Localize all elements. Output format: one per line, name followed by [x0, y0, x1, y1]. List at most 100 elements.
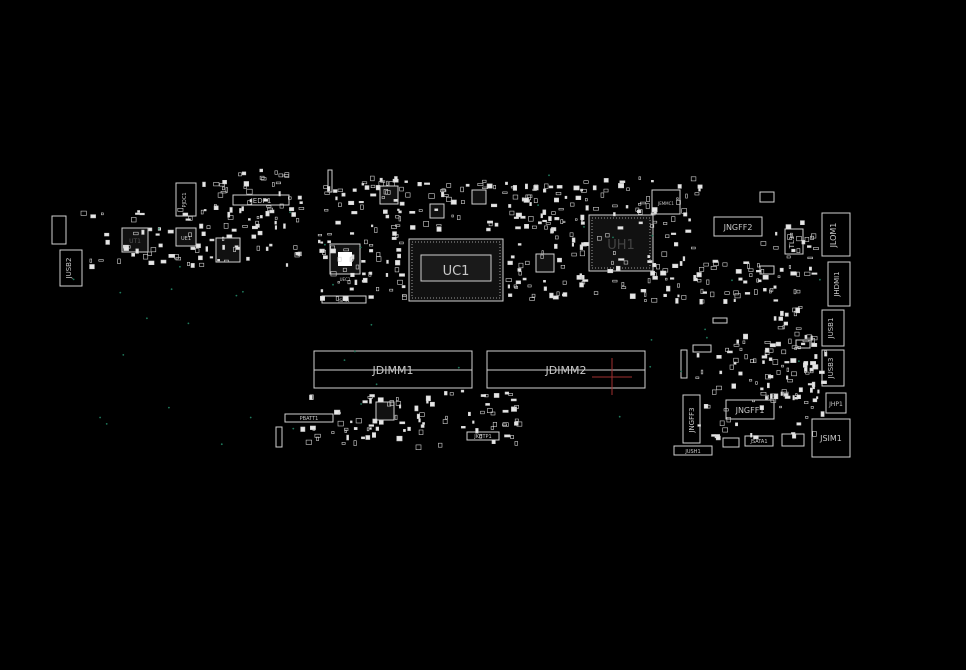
jusb2-connector[interactable]: JUSB2 — [59, 249, 83, 287]
jsim1-connector[interactable]: JSIM1 — [811, 418, 851, 458]
jdimm2-slot[interactable]: JDIMM2 — [486, 350, 646, 395]
component-pad — [327, 233, 332, 236]
component-pad — [528, 216, 534, 222]
uh1-label: UH1 — [607, 238, 635, 253]
component-pad — [773, 299, 779, 302]
component-pad — [776, 370, 781, 375]
component-pad — [362, 277, 368, 283]
pbatt1-connector[interactable]: PBATT1 — [284, 413, 334, 423]
svg-text:JKBTP1: JKBTP1 — [473, 434, 491, 440]
component-pad — [775, 341, 781, 347]
component-pad — [615, 265, 621, 271]
pjdc1-connector[interactable]: PJDC1 — [175, 182, 197, 217]
component-pad — [386, 401, 392, 407]
component-pad — [369, 271, 373, 275]
component-pad — [348, 200, 355, 205]
uh1-package[interactable]: UH1 — [588, 214, 654, 272]
component-pad — [733, 361, 737, 365]
component-pad — [158, 243, 163, 248]
jemmc1-connector[interactable]: JEMMC1 — [651, 189, 681, 215]
component-pad — [369, 427, 372, 430]
component-pad — [796, 271, 800, 278]
component-pad — [401, 294, 407, 297]
component-pad — [201, 231, 206, 236]
component-pad — [796, 289, 801, 294]
jusb1-connector[interactable]: JUSB1 — [821, 309, 845, 347]
component-pad — [217, 258, 221, 262]
component-pad — [361, 181, 368, 185]
component-pad — [242, 225, 248, 228]
component-pad — [558, 208, 564, 211]
component-pad — [796, 236, 802, 242]
component-pad — [472, 420, 475, 424]
component-pad — [742, 340, 746, 344]
jhp1-connector[interactable]: JHP1 — [825, 392, 847, 414]
component-pad — [715, 435, 721, 441]
component-pad — [805, 371, 810, 375]
component-pad — [794, 331, 800, 337]
component-pad — [316, 436, 319, 441]
jngff2-connector[interactable]: JNGFF2 — [713, 216, 763, 237]
via-dot — [360, 403, 362, 405]
component-pad — [719, 420, 725, 426]
component-pad — [267, 207, 273, 211]
component-pad — [793, 289, 797, 295]
component-pad — [760, 241, 767, 246]
jedp1-connector[interactable]: JEDP1 — [232, 194, 290, 206]
jngff1-connector[interactable]: JNGFF1 — [725, 399, 775, 420]
component-pad — [769, 289, 772, 294]
component-pad — [757, 279, 762, 283]
via-dot — [289, 211, 291, 214]
component-pad — [236, 246, 240, 250]
component-pad — [241, 171, 247, 176]
jkbtp1-connector[interactable]: JKBTP1 — [466, 431, 500, 441]
jsata1-connector[interactable]: JSATA1 — [744, 435, 774, 447]
component-pad — [743, 261, 750, 265]
component-pad — [769, 343, 776, 348]
jush1-connector[interactable]: JUSH1 — [673, 445, 713, 456]
component-pad — [605, 233, 610, 238]
component-pad — [89, 264, 95, 270]
jlom1-connector[interactable]: JLOM1 — [821, 212, 851, 257]
component-pad — [697, 184, 703, 189]
jngff3-connector[interactable]: JNGFF3 — [682, 394, 701, 444]
component-pad — [375, 185, 381, 191]
component-pad — [389, 400, 394, 406]
component-pad — [263, 198, 269, 202]
jdimm1-slot[interactable]: JDIMM1 — [313, 350, 473, 389]
component-pad — [682, 256, 686, 262]
uc1-package[interactable]: UC1 — [408, 238, 504, 302]
component-pad — [592, 185, 597, 191]
component-pad — [367, 396, 373, 399]
component-pad — [274, 225, 278, 230]
component-pad — [518, 262, 524, 269]
component-pad — [327, 240, 332, 244]
component-pad — [711, 434, 716, 437]
component-pad — [735, 269, 742, 274]
component-pad — [314, 433, 321, 438]
component-pad — [531, 293, 536, 298]
component-pad — [695, 376, 700, 379]
component-pad — [811, 272, 818, 275]
component-pad — [542, 188, 547, 193]
component-pad — [583, 180, 589, 184]
jusb3-connector[interactable]: JUSB3 — [821, 349, 845, 387]
component-pad — [525, 260, 530, 266]
component-pad — [480, 394, 487, 397]
component-pad — [696, 353, 700, 358]
component-pad — [685, 229, 692, 233]
component-pad — [399, 201, 405, 206]
component-pad — [206, 225, 211, 229]
component-pad — [279, 203, 284, 209]
component-pad — [418, 209, 423, 212]
jhdmi1-connector[interactable]: JHDMI1 — [827, 261, 851, 307]
component-pad — [434, 208, 439, 212]
via-dot — [343, 359, 346, 361]
component-pad — [621, 286, 627, 289]
component-pad — [185, 218, 191, 221]
via-dot — [292, 427, 295, 430]
component-pad — [512, 194, 519, 200]
ue1-chip[interactable]: UE1 — [175, 227, 197, 247]
component-pad — [293, 245, 298, 250]
component-pad — [607, 268, 614, 274]
